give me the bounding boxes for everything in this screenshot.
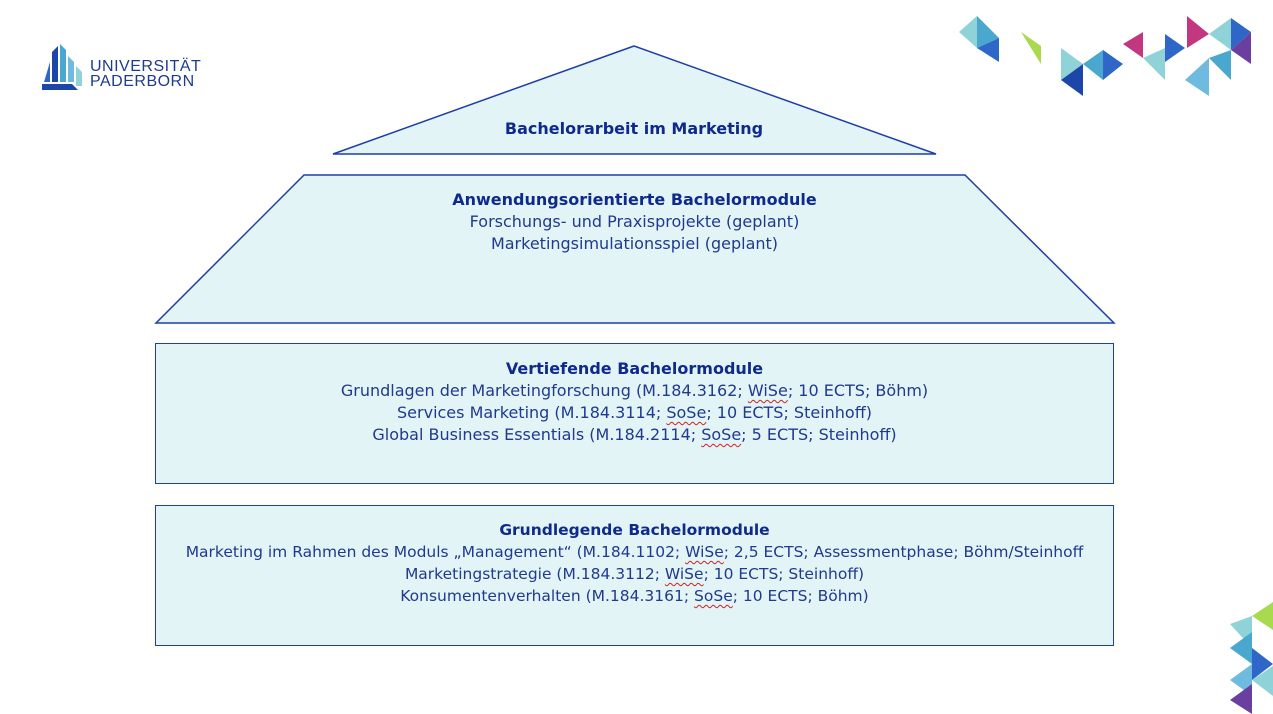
advanced-module-2: Services Marketing (M.184.3114; SoSe; 10… xyxy=(397,403,872,422)
advanced-module-3: Global Business Essentials (M.184.2114; … xyxy=(372,425,897,444)
basic-module-3: Konsumentenverhalten (M.184.3161; SoSe; … xyxy=(400,587,869,605)
applied-module-1: Forschungs- und Praxisprojekte (geplant) xyxy=(469,212,800,231)
applied-modules-text: Anwendungsorientierte Bachelormodule For… xyxy=(304,189,965,255)
roof-title: Bachelorarbeit im Marketing xyxy=(504,119,764,138)
decorative-triangles-top xyxy=(959,16,1251,96)
basic-module-1: Marketing im Rahmen des Moduls „Manageme… xyxy=(185,543,1084,561)
roof-text: Bachelorarbeit im Marketing xyxy=(334,118,934,140)
advanced-modules-text: Vertiefende Bachelormodule Grundlagen de… xyxy=(155,358,1114,446)
basic-module-2: Marketingstrategie (M.184.3112; WiSe; 10… xyxy=(404,565,865,583)
applied-module-2: Marketingsimulationsspiel (geplant) xyxy=(490,234,779,253)
applied-modules-title: Anwendungsorientierte Bachelormodule xyxy=(452,190,817,209)
advanced-module-1: Grundlagen der Marketingforschung (M.184… xyxy=(340,381,929,400)
roof-triangle xyxy=(332,45,937,155)
decorative-triangles-bottom xyxy=(1230,602,1273,714)
basic-modules-box xyxy=(155,505,1114,646)
advanced-modules-title: Vertiefende Bachelormodule xyxy=(505,359,764,378)
basic-modules-text: Grundlegende Bachelormodule Marketing im… xyxy=(155,519,1114,607)
advanced-modules-box xyxy=(155,343,1114,484)
applied-trapezoid xyxy=(154,174,1116,324)
logo-line-1: UNIVERSITÄT xyxy=(90,58,202,75)
university-logo-mark xyxy=(42,44,82,90)
basic-modules-title: Grundlegende Bachelormodule xyxy=(499,521,770,539)
logo-line-2: PADERBORN xyxy=(90,73,195,90)
university-logo: UNIVERSITÄT PADERBORN xyxy=(42,42,212,94)
